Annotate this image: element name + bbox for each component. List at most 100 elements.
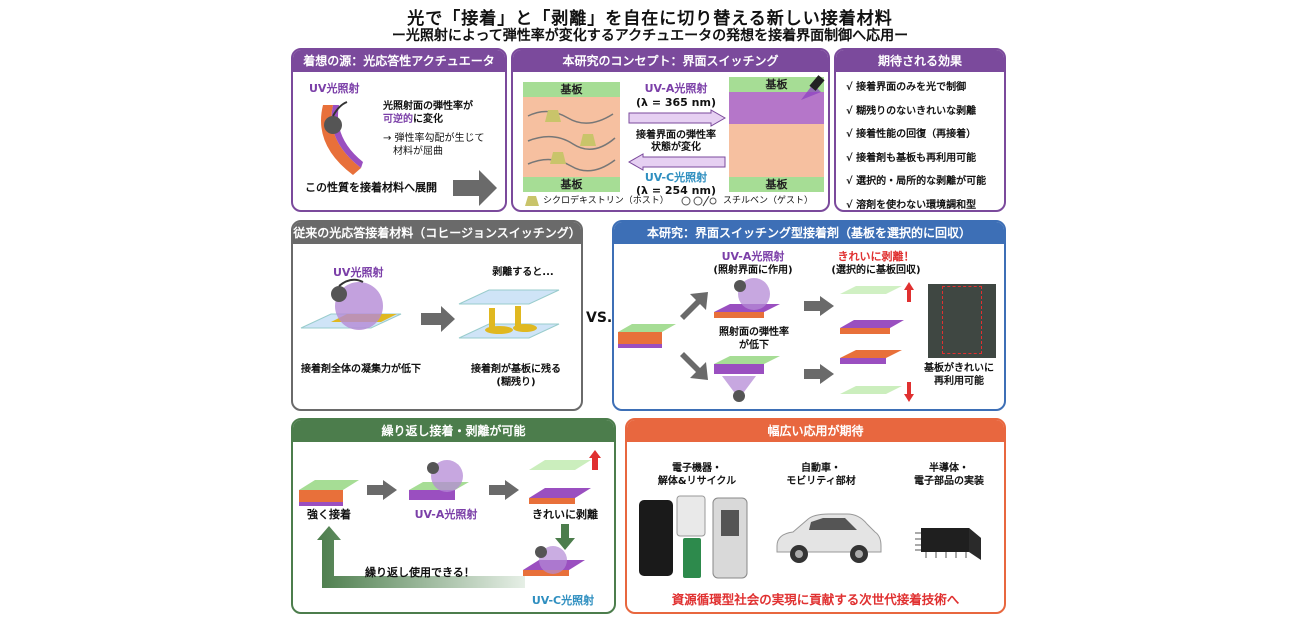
conventional-caption-right-line1: 接着剤が基板に残る [471,364,561,375]
this-study-panel: 本研究：界面スイッチング型接着剤（基板を選択的に回収） UV-A光照射 (照射界… [612,220,1006,411]
conventional-caption-left: 接着剤全体の凝集力が低下 [301,364,421,375]
state-line1: 接着界面の弾性率 [636,130,716,141]
reversible-text: 可逆的 [383,114,413,125]
red-down-arrow-icon [904,382,914,402]
semiconductor-chip-icon [915,528,981,560]
this-study-panel-title: 本研究：界面スイッチング型接着剤（基板を選択的に回収） [614,222,1004,244]
bonded-sample-icon [299,480,359,506]
app2-line2: モビリティ部材 [786,476,856,487]
legend-host: シクロデキストリン（ホスト） [543,196,669,206]
conventional-panel-title: 従来の光応答接着材料（コヒージョンスイッチング） [293,222,581,244]
substrate-bottom-right: 基板 [729,177,824,192]
gray-arrow-icon [804,364,834,384]
effect-item: 溶剤を使わない環境調和型 [846,194,986,211]
repeat-panel-title: 繰り返し接着・剥離が可能 [293,420,614,442]
gray-arrow-icon [804,296,834,316]
peeled-bottom-substrate-icon [840,350,902,394]
effect-item: 接着界面のみを光で制御 [846,76,986,100]
mid-line1: 照射面の弾性率 [719,327,789,338]
smartphone-disassembly-icon [639,495,748,579]
substrate-top-right: 基板 [729,77,824,92]
right-arrow-icon [453,170,497,206]
car-icon [776,513,882,563]
uva-label: UV-A光照射 [721,250,785,263]
irradiated-layer [729,92,824,124]
peeled-sample-icon [529,450,601,504]
app3-line2: 電子部品の実装 [914,476,984,487]
guest-legend-icon [681,195,717,207]
effect-item: 糊残りのないきれいな剥離 [846,100,986,124]
applications-footer: 資源循環型社会の実現に貢献する次世代接着技術へ [671,592,960,607]
reuse-line2: 再利用可能 [934,376,984,387]
uva-label: UV-A光照射 [644,82,708,95]
effects-panel: 期待される効果 接着界面のみを光で制御 糊残りのないきれいな剥離 接着性能の回復… [834,48,1006,212]
legend-guest: スチルベン（ゲスト） [723,196,814,206]
applications-panel: 幅広い応用が期待 電子機器・ 解体&リサイクル 自動車・ モビリティ部材 半導体… [625,418,1006,614]
bending-actuator-icon [321,101,363,175]
effect-item: 接着性能の回復（再接着） [846,123,986,147]
host-legend-icon [525,196,539,206]
app3-line1: 半導体・ [929,463,969,474]
app1-line1: 電子機器・ [672,463,722,474]
red-up-arrow-icon [904,282,914,302]
mid-line2: が低下 [739,340,769,351]
uvc-wavelength: (λ = 254 nm) [636,184,716,197]
conventional-uv-label: UV光照射 [333,266,384,279]
repeat-panel: 繰り返し接着・剥離が可能 強く接着 UV-A光照射 きれいに剥離 繰り返し使用で… [291,418,616,614]
uva-arrow-icon [628,109,727,127]
uva-bottom-irradiation-icon [714,356,780,402]
effect-item: 接着剤も基板も再利用可能 [846,147,986,171]
uvc-label: UV-C光照射 [531,594,595,607]
uva-wavelength: (λ = 365 nm) [636,96,716,109]
uva-sample-icon [409,460,469,500]
inspiration-arrow-line2: 材料が屈曲 [393,146,443,157]
conventional-caption-right-line2: (糊残り) [496,377,536,388]
inspiration-arrow-line1: → 弾性率勾配が生じて [383,133,485,144]
clean-peel-label: きれいに剥離 [532,508,598,521]
inspiration-desc-line1: 光照射面の弾性率が [383,101,473,112]
concept-panel: 本研究のコンセプト：界面スイッチング 基板 基板 基板 基板 UV-A光照射 (… [511,48,830,212]
substrate-top-left: 基板 [523,82,620,97]
uva-label: UV-A光照射 [414,508,478,521]
bonded-sample-icon [618,324,676,348]
concept-panel-title: 本研究のコンセプト：界面スイッチング [513,50,828,72]
uva-sub: (照射界面に作用) [713,265,793,276]
uvc-sample-icon [523,546,585,576]
vs-label: VS. [586,310,613,326]
state-line2: 状態が変化 [651,142,701,153]
app2-line1: 自動車・ [801,463,841,474]
effect-item: 選択的・局所的な剥離が可能 [846,170,986,194]
peel-label: 剥離すると... [492,267,554,278]
gray-arrow-icon [489,480,519,500]
inspiration-panel: 着想の源：光応答性アクチュエータ UV光照射 光照射面の弾性率が 可逆的に変化 … [291,48,507,212]
gray-arrow-icon [367,480,397,500]
selection-box [942,286,982,354]
peeled-top-substrate-icon [840,286,904,334]
substrate-bottom-left: 基板 [523,177,620,192]
strong-label: 強く接着 [307,508,351,521]
uvc-arrow-icon [627,153,726,171]
substrate-photo [928,284,996,358]
applications-panel-title: 幅広い応用が期待 [627,420,1004,442]
page-title: 光で「接着」と「剥離」を自在に切り替える新しい接着材料 [407,9,893,29]
return-arrow-icon [317,526,525,588]
clean-sub: (選択的に基板回収) [831,265,921,276]
uva-top-irradiation-icon [714,278,780,318]
uv-irradiation-sample-icon [300,278,402,330]
green-down-arrow-icon [555,524,575,550]
conventional-panel: 従来の光応答接着材料（コヒージョンスイッチング） UV光照射 剥離すると... … [291,220,583,411]
clean-label: きれいに剥離！ [837,250,915,263]
inspiration-panel-title: 着想の源：光応答性アクチュエータ [293,50,505,72]
arrow-down-right-icon [680,352,708,380]
gray-arrow-icon [421,306,455,332]
inspiration-extend: この性質を接着材料へ展開 [305,181,437,194]
residue-sample-icon [458,289,560,339]
change-text: に変化 [413,114,443,125]
app1-line2: 解体&リサイクル [657,476,737,487]
effects-panel-title: 期待される効果 [836,50,1004,72]
inspiration-desc-line2: 可逆的に変化 [383,113,443,126]
page-subtitle: ー光照射によって弾性率が変化するアクチュエータの発想を接着界面制御へ応用ー [391,28,909,44]
uvc-label: UV-C光照射 [644,171,708,184]
inspiration-uv-label: UV光照射 [309,82,360,95]
arrow-up-right-icon [680,292,708,320]
